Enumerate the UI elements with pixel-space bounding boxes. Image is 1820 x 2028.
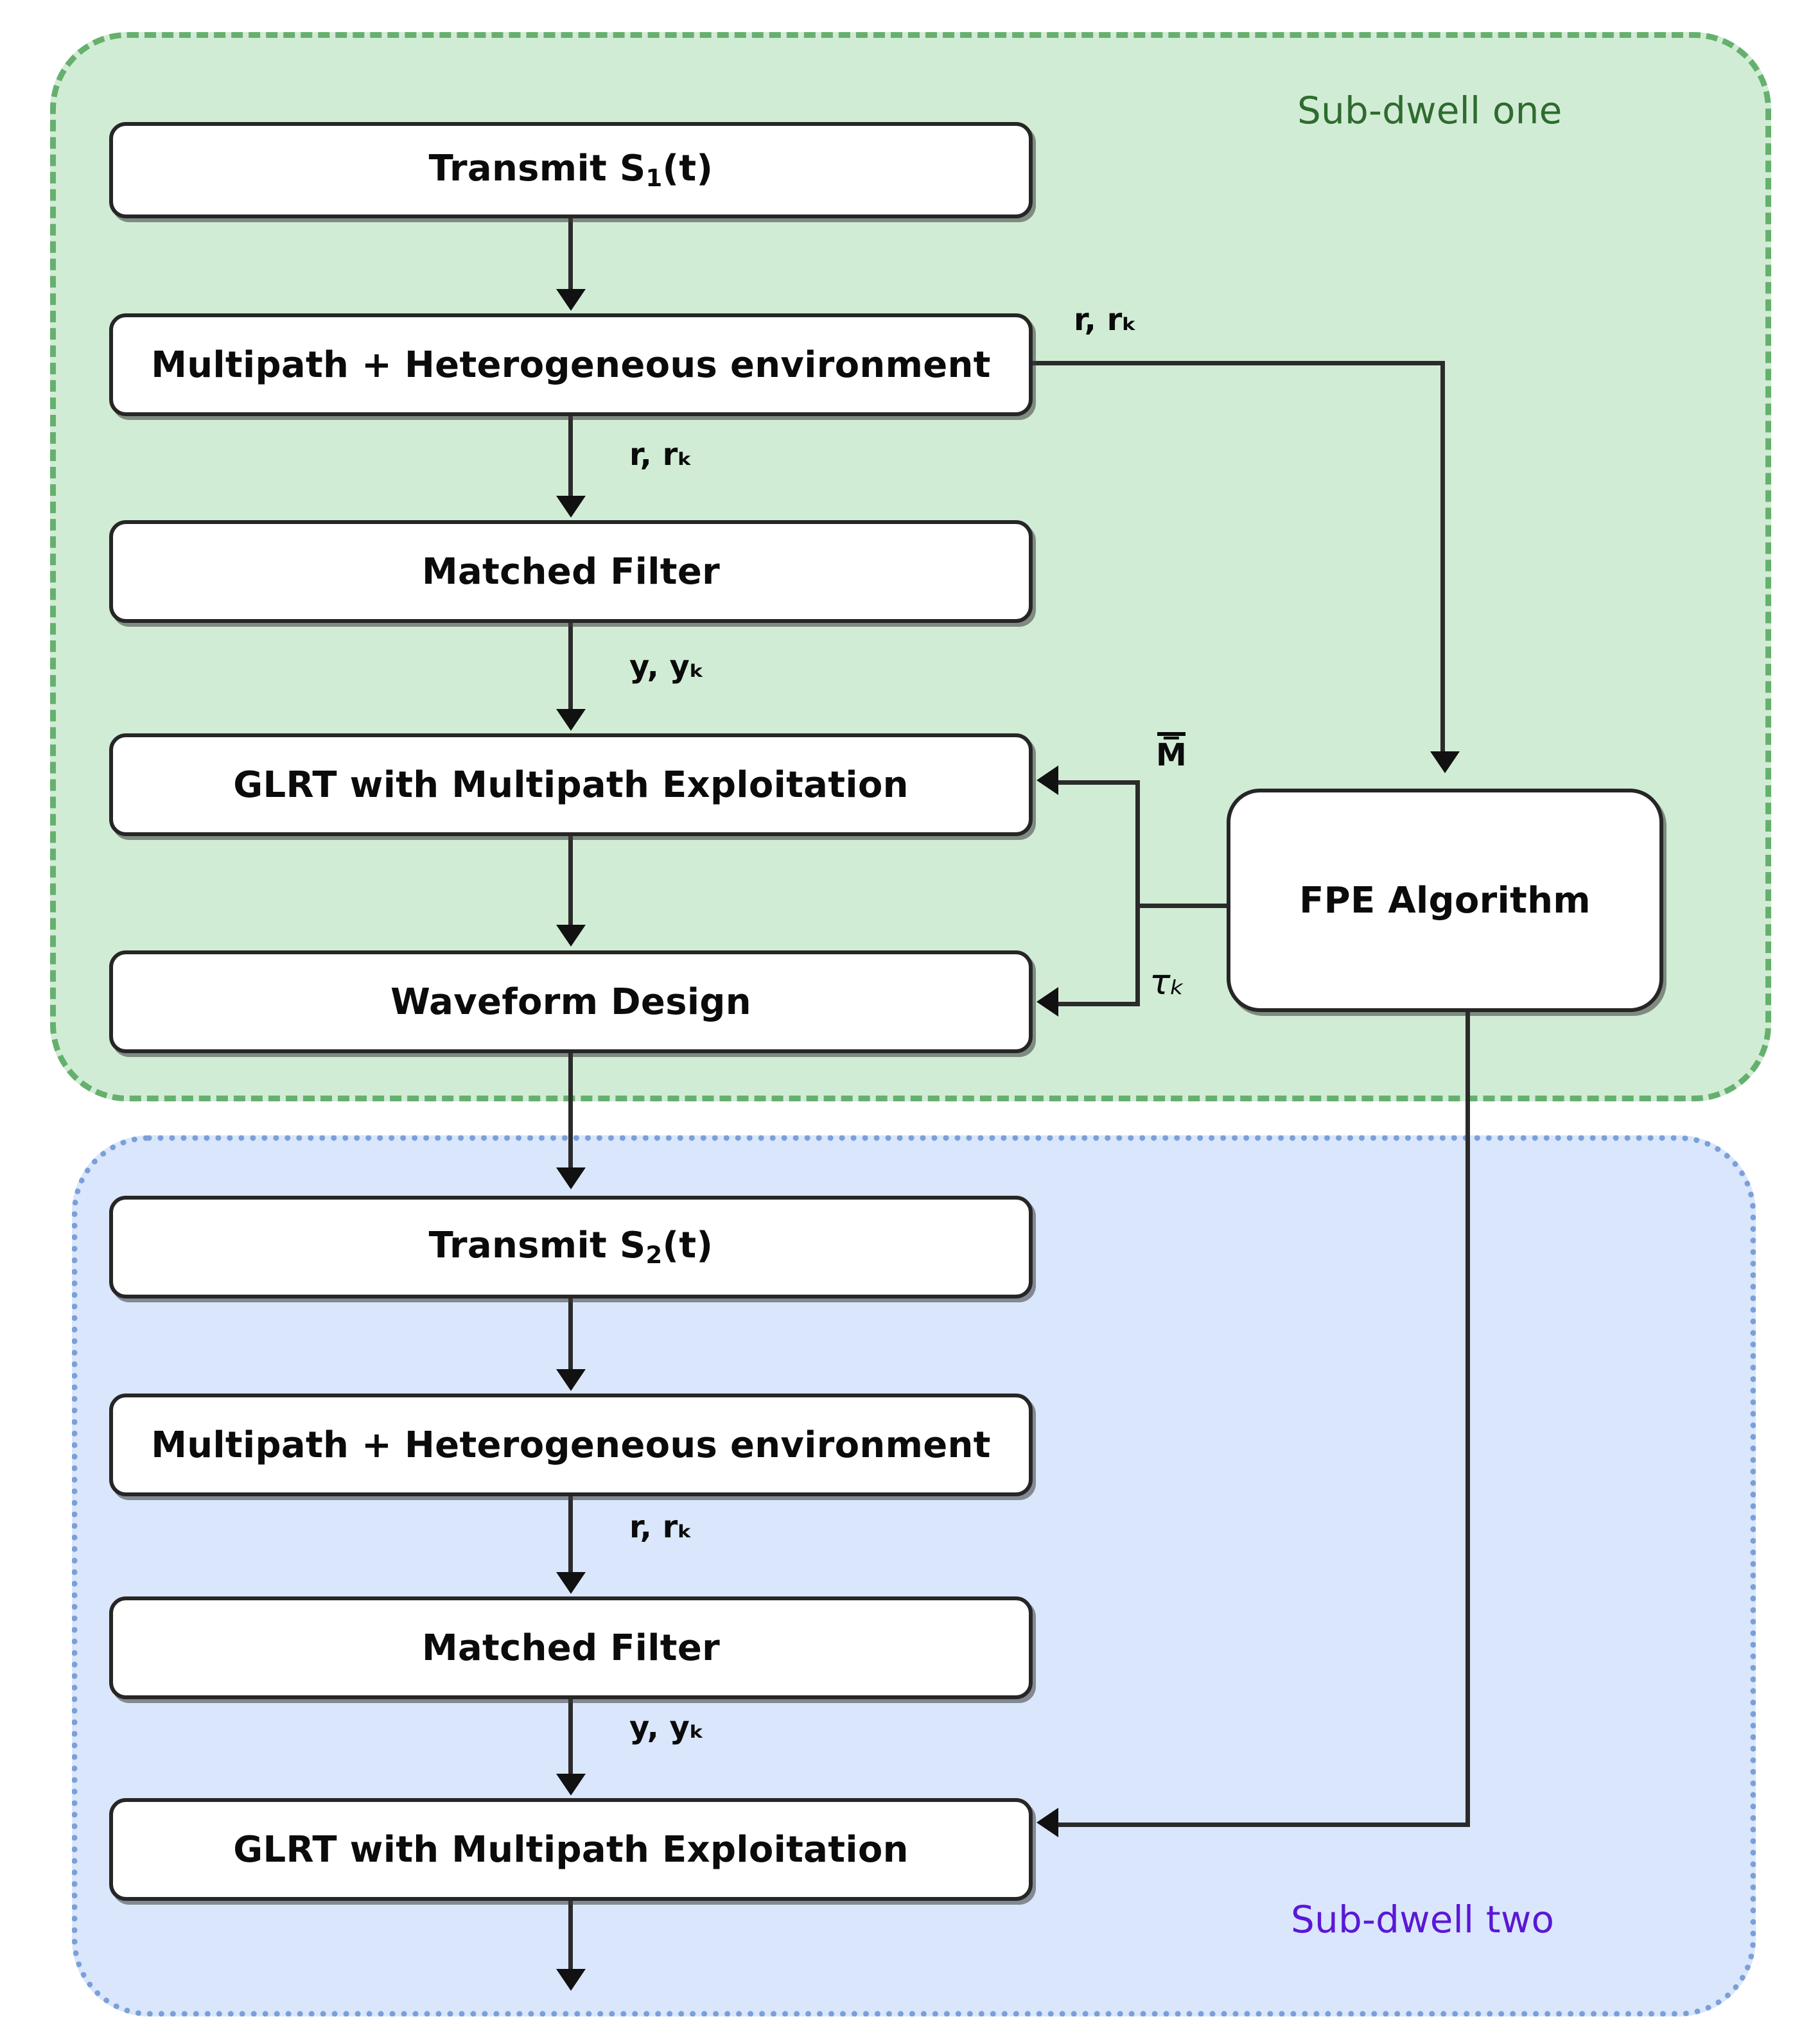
node-matched-filter-1[interactable]: Matched Filter [109, 520, 1033, 623]
node-fpe-algorithm[interactable]: FPE Algorithm [1227, 789, 1663, 1012]
arrowhead-waveform-in [556, 925, 586, 947]
node-transmit-s1-label: Transmit S1(t) [428, 148, 713, 193]
node-multipath-2-label: Multipath + Heterogeneous environment [151, 1424, 991, 1466]
node-multipath-1-label: Multipath + Heterogeneous environment [151, 344, 991, 386]
node-transmit-s2[interactable]: Transmit S2(t) [109, 1196, 1033, 1298]
node-transmit-s2-label: Transmit S2(t) [428, 1225, 713, 1270]
connector-mf2-to-glrt2 [568, 1699, 573, 1776]
edge-label-r-rk-to-fpe: r, rₖ [1074, 302, 1137, 338]
connector-fpe-to-glrt1 [1058, 780, 1140, 785]
node-multipath-2[interactable]: Multipath + Heterogeneous environment [109, 1394, 1033, 1496]
node-fpe-algorithm-label: FPE Algorithm [1299, 879, 1591, 922]
edge-label-y-yk-glrt1: y, yₖ [629, 649, 705, 685]
edge-label-r-rk-mf2: r, rₖ [629, 1509, 693, 1545]
connector-mf1-to-glrt1 [568, 623, 573, 712]
arrowhead-multipath2-in [556, 1369, 586, 1391]
arrowhead-glrt2-in [556, 1774, 586, 1796]
connector-fpe-to-glrt2-vertical [1466, 1012, 1470, 1826]
connector-fpe-feedback-stub [1135, 904, 1230, 908]
arrowhead-transmit2-in [556, 1167, 586, 1189]
node-matched-filter-2[interactable]: Matched Filter [109, 1596, 1033, 1699]
connector-glrt1-to-waveform [568, 836, 573, 926]
edge-label-m-bar: M̅ [1156, 732, 1187, 773]
arrowhead-output [556, 1969, 586, 1991]
connector-transmit2-to-multipath2 [568, 1298, 573, 1372]
node-multipath-1[interactable]: Multipath + Heterogeneous environment [109, 313, 1033, 416]
node-transmit-s1[interactable]: Transmit S1(t) [109, 122, 1033, 218]
edge-label-y-yk-glrt2: y, yₖ [629, 1709, 705, 1745]
panel-label-subdwell-two: Sub-dwell two [1291, 1898, 1555, 1941]
connector-multipath1-to-mf1 [568, 416, 573, 498]
node-waveform-design-label: Waveform Design [390, 981, 751, 1023]
edge-label-tau-k: τₖ [1150, 962, 1186, 1002]
connector-transmit1-to-multipath1 [568, 218, 573, 289]
node-glrt-2-label: GLRT with Multipath Exploitation [233, 1828, 909, 1871]
node-glrt-2[interactable]: GLRT with Multipath Exploitation [109, 1798, 1033, 1901]
connector-multipath1-to-fpe-vertical [1440, 361, 1445, 751]
connector-waveform-to-transmit2 [568, 1053, 573, 1170]
panel-label-subdwell-one: Sub-dwell one [1297, 89, 1562, 132]
m-bar-glyph: M̅ [1156, 732, 1187, 773]
edge-label-r-rk-mf1: r, rₖ [629, 437, 693, 473]
arrowhead-glrt2-feedback-in [1037, 1808, 1058, 1837]
connector-fpe-to-waveform [1058, 1002, 1140, 1006]
connector-glrt2-to-output [568, 1901, 573, 1971]
node-glrt-1-label: GLRT with Multipath Exploitation [233, 764, 909, 806]
connector-multipath1-to-fpe-horizontal [1033, 361, 1445, 365]
node-glrt-1[interactable]: GLRT with Multipath Exploitation [109, 733, 1033, 836]
connector-multipath2-to-mf2 [568, 1496, 573, 1575]
node-matched-filter-1-label: Matched Filter [421, 550, 721, 593]
arrowhead-waveform-feedback-in [1037, 987, 1058, 1017]
arrowhead-glrt1-in [556, 709, 586, 731]
arrowhead-fpe-in [1430, 751, 1460, 773]
arrowhead-mf2-in [556, 1572, 586, 1594]
node-waveform-design[interactable]: Waveform Design [109, 950, 1033, 1053]
connector-fpe-feedback-bus [1135, 780, 1140, 1006]
arrowhead-mf1-in [556, 496, 586, 518]
arrowhead-multipath1-in [556, 289, 586, 311]
node-matched-filter-2-label: Matched Filter [421, 1627, 721, 1669]
arrowhead-glrt1-feedback-in [1037, 765, 1058, 795]
connector-fpe-to-glrt2-horizontal [1058, 1823, 1470, 1827]
